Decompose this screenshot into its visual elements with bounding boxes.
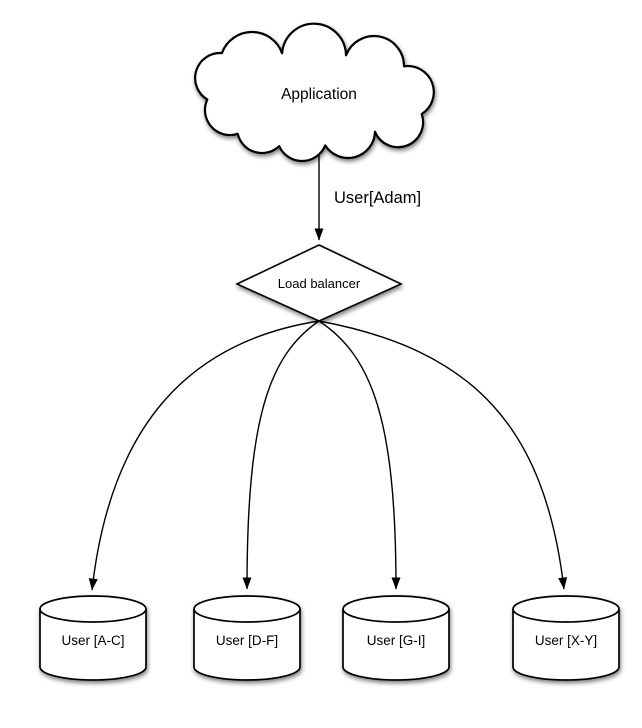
- application-node: Application: [194, 22, 435, 163]
- database-cylinder-rim: [342, 608, 450, 623]
- shard-label-df: User [D-F]: [216, 633, 278, 648]
- edge-lb-to-shard-gi: [318, 320, 401, 590]
- shard-label-ac: User [A-C]: [61, 633, 124, 648]
- load-balancer-label: Load balancer: [278, 276, 361, 291]
- edge-lb-to-shard-xy: [318, 320, 568, 590]
- database-cylinder-icon: [39, 595, 147, 681]
- shard-node-df: User [D-F]: [193, 595, 301, 681]
- edges-lb-to-shards: [88, 320, 568, 591]
- database-cylinder-rim: [512, 608, 620, 623]
- database-cylinder-rim: [193, 608, 301, 623]
- shard-node-ac: User [A-C]: [39, 595, 147, 681]
- database-cylinder-icon: [193, 595, 301, 681]
- database-cylinder-icon: [512, 595, 620, 681]
- shard-label-xy: User [X-Y]: [535, 633, 597, 648]
- diamond-shape-icon: [235, 244, 403, 322]
- shard-node-gi: User [G-I]: [342, 595, 450, 681]
- load-balancer-node: Load balancer: [235, 244, 403, 322]
- cloud-shape-icon: [194, 22, 435, 163]
- database-cylinder-icon: [342, 595, 450, 681]
- edge-lb-to-shard-df: [242, 320, 320, 590]
- database-cylinder-rim: [39, 608, 147, 623]
- edge-app-to-lb: User[Adam]: [314, 148, 421, 241]
- edge-label-user-adam: User[Adam]: [334, 189, 421, 207]
- shard-label-gi: User [G-I]: [367, 633, 426, 648]
- application-label: Application: [281, 86, 357, 103]
- edge-lb-to-shard-ac: [88, 320, 320, 591]
- shard-node-xy: User [X-Y]: [512, 595, 620, 681]
